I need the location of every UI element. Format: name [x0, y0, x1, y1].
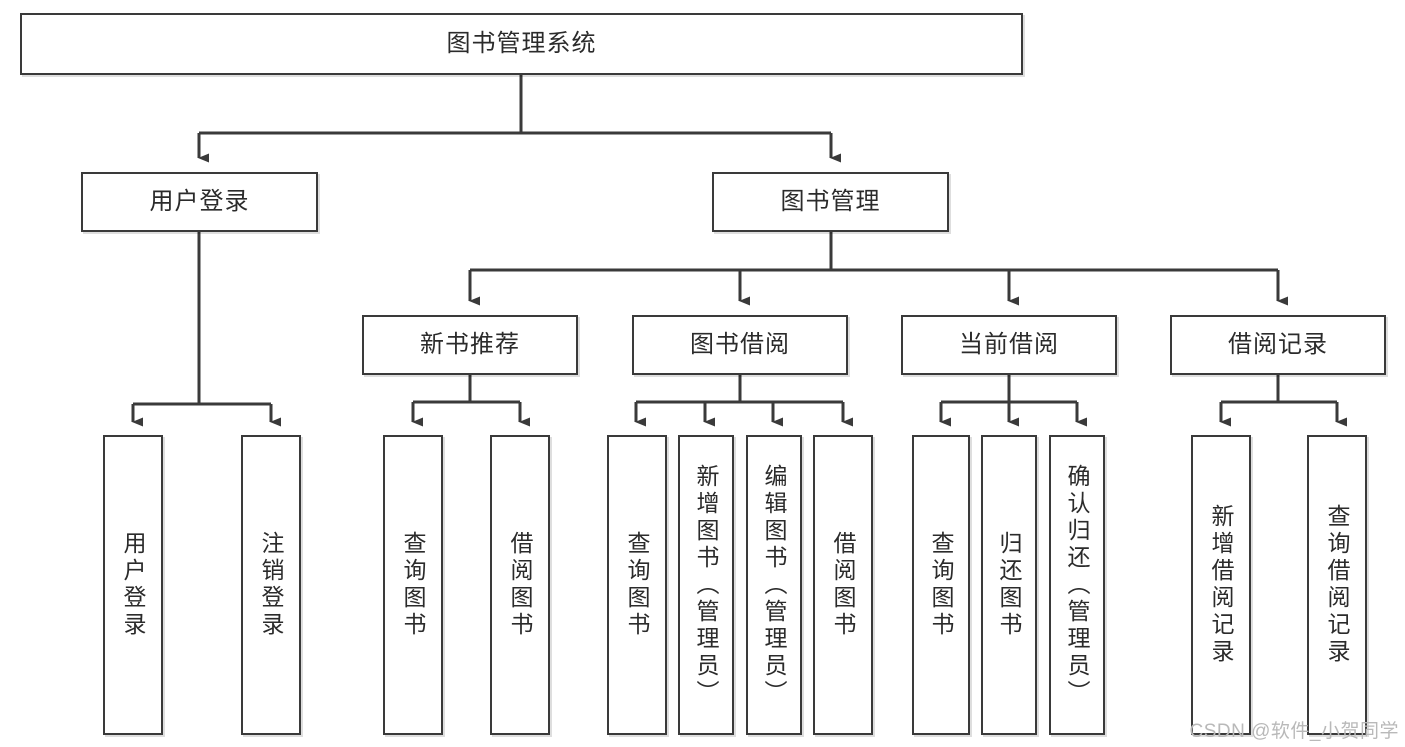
leaf-add-book-label: 新增图书（管理员）	[693, 463, 720, 707]
node-root-system-label: 图书管理系统	[446, 29, 597, 57]
leaf-query-book-1-label: 查询图书	[400, 531, 427, 639]
node-current-borrow-label: 当前借阅	[959, 330, 1059, 358]
leaf-user-logout[interactable]: 注销登录	[241, 435, 301, 735]
leaf-user-logout-label: 注销登录	[258, 531, 285, 639]
leaf-query-record-label: 查询借阅记录	[1324, 504, 1351, 666]
leaf-query-record[interactable]: 查询借阅记录	[1307, 435, 1367, 735]
node-current-borrow[interactable]: 当前借阅	[901, 315, 1117, 375]
leaf-edit-book-label: 编辑图书（管理员）	[761, 463, 788, 707]
node-new-book-recommend[interactable]: 新书推荐	[362, 315, 578, 375]
node-book-manage[interactable]: 图书管理	[712, 172, 949, 232]
node-book-borrow[interactable]: 图书借阅	[632, 315, 848, 375]
leaf-add-record[interactable]: 新增借阅记录	[1191, 435, 1251, 735]
node-book-borrow-label: 图书借阅	[690, 330, 790, 358]
node-root-system[interactable]: 图书管理系统	[20, 13, 1023, 75]
node-user-login[interactable]: 用户登录	[81, 172, 318, 232]
leaf-add-book[interactable]: 新增图书（管理员）	[678, 435, 734, 735]
leaf-query-book-1[interactable]: 查询图书	[383, 435, 443, 735]
leaf-borrow-book-2[interactable]: 借阅图书	[813, 435, 873, 735]
leaf-query-book-2-label: 查询图书	[624, 531, 651, 639]
leaf-edit-book[interactable]: 编辑图书（管理员）	[746, 435, 802, 735]
node-borrow-record-label: 借阅记录	[1228, 330, 1328, 358]
node-user-login-label: 用户登录	[149, 187, 250, 215]
leaf-return-book[interactable]: 归还图书	[981, 435, 1037, 735]
node-book-manage-label: 图书管理	[780, 187, 881, 215]
leaf-query-book-3-label: 查询图书	[928, 531, 955, 639]
leaf-confirm-return[interactable]: 确认归还（管理员）	[1049, 435, 1105, 735]
leaf-borrow-book-2-label: 借阅图书	[830, 531, 857, 639]
leaf-user-login[interactable]: 用户登录	[103, 435, 163, 735]
leaf-confirm-return-label: 确认归还（管理员）	[1064, 463, 1091, 707]
leaf-return-book-label: 归还图书	[996, 531, 1023, 639]
leaf-query-book-3[interactable]: 查询图书	[912, 435, 970, 735]
leaf-query-book-2[interactable]: 查询图书	[607, 435, 667, 735]
leaf-add-record-label: 新增借阅记录	[1208, 504, 1235, 666]
leaf-borrow-book-1[interactable]: 借阅图书	[490, 435, 550, 735]
node-borrow-record[interactable]: 借阅记录	[1170, 315, 1386, 375]
leaf-user-login-label: 用户登录	[120, 531, 147, 639]
csdn-watermark: CSDN @软件_小贺同学	[1189, 721, 1399, 742]
leaf-borrow-book-1-label: 借阅图书	[507, 531, 534, 639]
node-new-book-recommend-label: 新书推荐	[420, 330, 520, 358]
